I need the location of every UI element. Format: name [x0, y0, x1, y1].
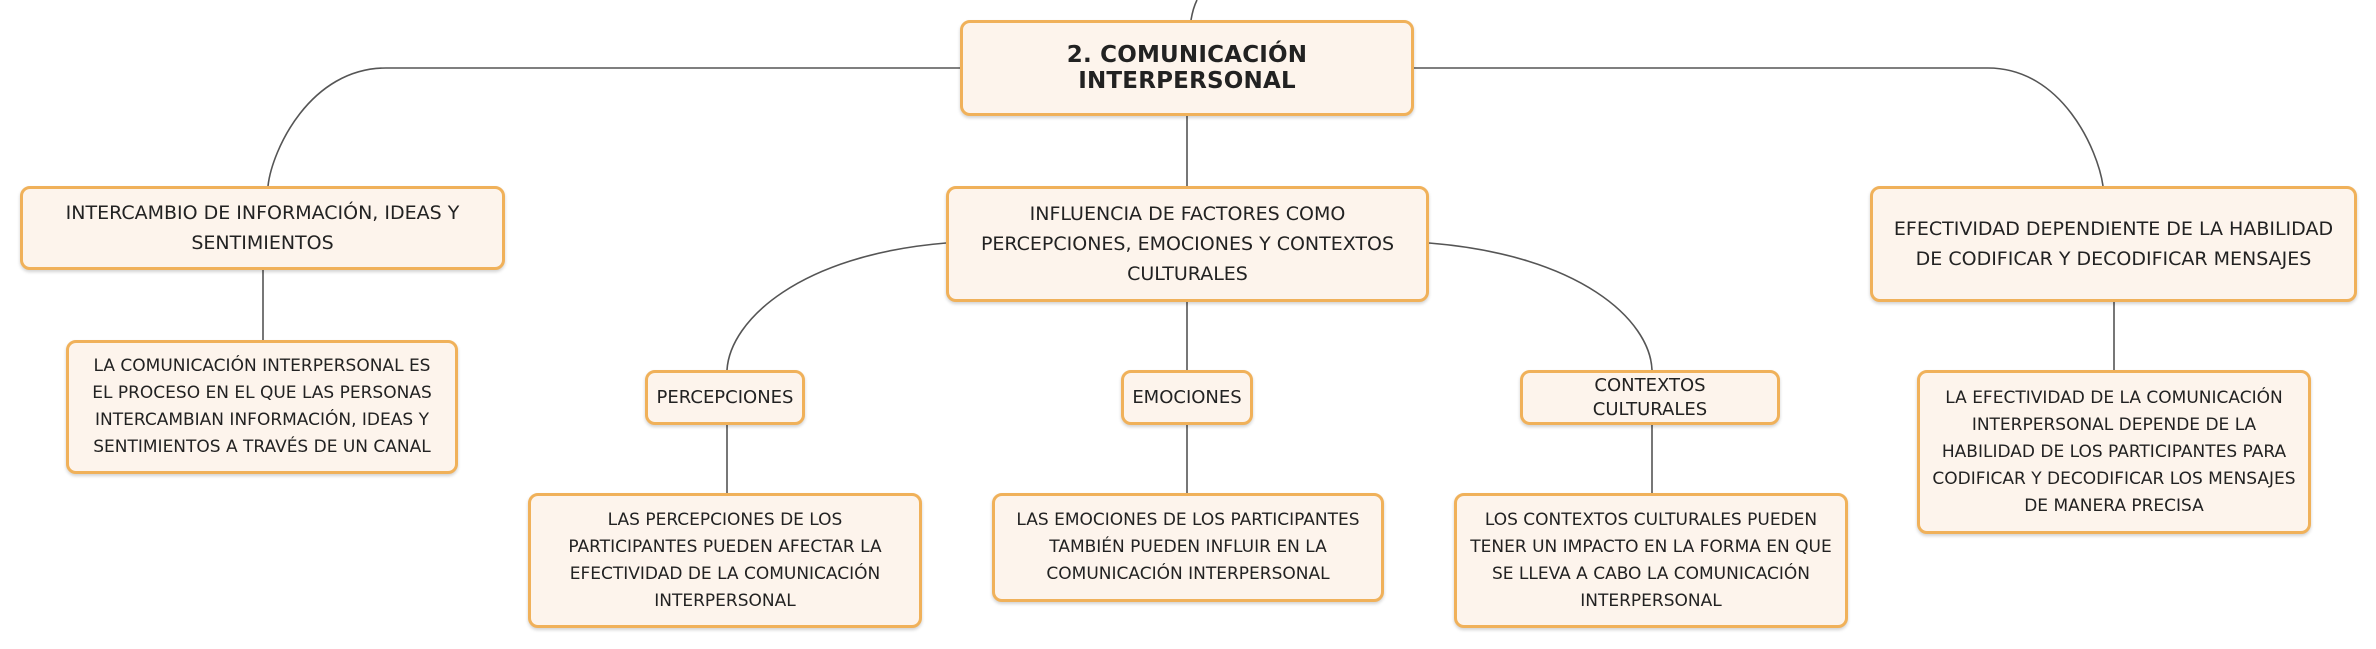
- branch-node-label: INFLUENCIA DE FACTORES COMO PERCEPCIONES…: [980, 203, 1395, 285]
- connector-root-branch1: [267, 67, 960, 187]
- detail-node-text: LAS PERCEPCIONES DE LOS PARTICIPANTES PU…: [568, 509, 882, 611]
- branch-node-efectividad[interactable]: EFECTIVIDAD DEPENDIENTE DE LA HABILIDAD …: [1870, 186, 2357, 302]
- detail-node-percepciones[interactable]: LAS PERCEPCIONES DE LOS PARTICIPANTES PU…: [528, 493, 922, 628]
- detail-node-text: LAS EMOCIONES DE LOS PARTICIPANTES TAMBI…: [1016, 510, 1360, 584]
- branch-node-label: EFECTIVIDAD DEPENDIENTE DE LA HABILIDAD …: [1893, 218, 2334, 270]
- detail-node-text: LA COMUNICACIÓN INTERPERSONAL ES EL PROC…: [92, 356, 432, 457]
- child-node-label: CONTEXTOS CULTURALES: [1592, 374, 1708, 420]
- root-node-label: 2. COMUNICACIÓN INTERPERSONAL: [1066, 42, 1308, 94]
- child-node-percepciones[interactable]: PERCEPCIONES: [645, 370, 805, 425]
- detail-node-text: LOS CONTEXTOS CULTURALES PUEDEN TENER UN…: [1470, 509, 1832, 611]
- connector-branch2-percepciones: [726, 242, 947, 371]
- branch-node-influencia[interactable]: INFLUENCIA DE FACTORES COMO PERCEPCIONES…: [946, 186, 1429, 302]
- detail-node-contextos[interactable]: LOS CONTEXTOS CULTURALES PUEDEN TENER UN…: [1454, 493, 1848, 628]
- detail-node-efectividad[interactable]: LA EFECTIVIDAD DE LA COMUNICACIÓN INTERP…: [1917, 370, 2311, 534]
- detail-node-intercambio[interactable]: LA COMUNICACIÓN INTERPERSONAL ES EL PROC…: [66, 340, 458, 474]
- child-node-label: PERCEPCIONES: [656, 386, 794, 408]
- child-node-contextos[interactable]: CONTEXTOS CULTURALES: [1520, 370, 1780, 425]
- child-node-emociones[interactable]: EMOCIONES: [1121, 370, 1253, 425]
- branch-node-label: INTERCAMBIO DE INFORMACIÓN, IDEAS Y SENT…: [65, 202, 460, 254]
- branch-node-intercambio[interactable]: INTERCAMBIO DE INFORMACIÓN, IDEAS Y SENT…: [20, 186, 505, 270]
- connector-branch2-contextos: [1428, 242, 1653, 371]
- root-node[interactable]: 2. COMUNICACIÓN INTERPERSONAL: [960, 20, 1414, 116]
- connector-root-branch3: [1414, 67, 2104, 187]
- connector-parent-root: [1190, 0, 1198, 21]
- detail-node-emociones[interactable]: LAS EMOCIONES DE LOS PARTICIPANTES TAMBI…: [992, 493, 1384, 602]
- child-node-label: EMOCIONES: [1132, 386, 1242, 408]
- detail-node-text: LA EFECTIVIDAD DE LA COMUNICACIÓN INTERP…: [1932, 387, 2296, 516]
